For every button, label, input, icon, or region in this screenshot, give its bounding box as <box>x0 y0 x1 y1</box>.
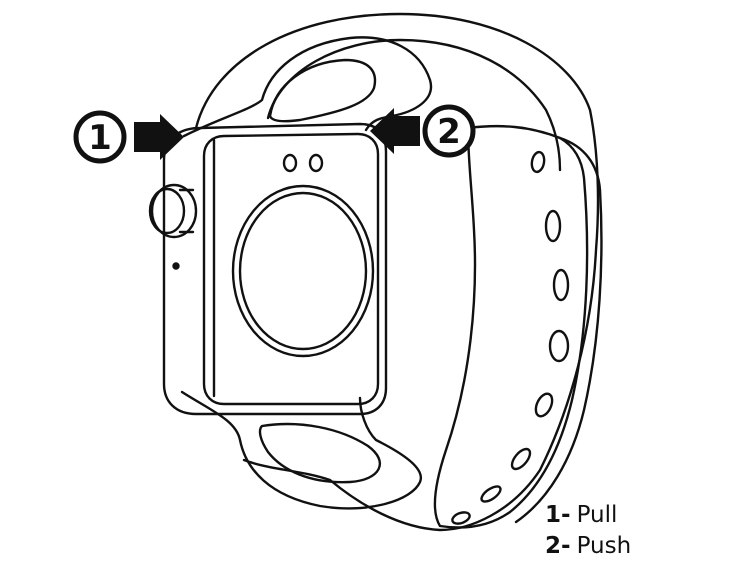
callout-2-number: 2 <box>437 112 461 152</box>
strap-hole <box>534 392 554 418</box>
strap-hole <box>530 150 546 174</box>
legend-item-pull: 1-Pull <box>545 500 631 531</box>
strap-hole <box>548 329 570 363</box>
callout-2: 2 <box>422 104 476 158</box>
legend-number: 2- <box>545 533 571 559</box>
strap-hole <box>480 485 502 503</box>
band-outer-edge <box>194 12 600 532</box>
central-sensor-outer <box>231 184 375 358</box>
sensor-window <box>282 153 298 173</box>
legend-label: Push <box>576 533 632 559</box>
top-band-cutout <box>268 58 377 123</box>
digital-crown-side <box>150 183 198 239</box>
callout-1-number: 1 <box>88 118 112 158</box>
legend: 1-Pull 2-Push <box>545 500 631 562</box>
digital-crown <box>148 187 186 235</box>
watch-back-plate <box>202 132 380 406</box>
right-strap-side <box>514 136 603 524</box>
strap-hole <box>552 268 570 302</box>
central-sensor-inner <box>238 191 368 351</box>
callout-1: 1 <box>73 110 127 164</box>
watch-case <box>162 122 388 416</box>
strap-hole <box>451 511 471 525</box>
strap-hole <box>510 447 532 471</box>
band-inner-edge <box>266 38 562 172</box>
right-strap <box>433 124 589 529</box>
bottom-band-cutout <box>258 422 381 484</box>
sensor-window <box>308 153 324 173</box>
strap-hole <box>544 209 562 243</box>
legend-item-push: 2-Push <box>545 531 631 562</box>
side-button <box>172 262 180 270</box>
arrow-2-icon <box>370 108 420 154</box>
bottom-band-lug <box>180 390 423 510</box>
arrow-1-icon <box>134 114 184 160</box>
legend-number: 1- <box>545 502 571 528</box>
legend-label: Pull <box>576 502 618 528</box>
